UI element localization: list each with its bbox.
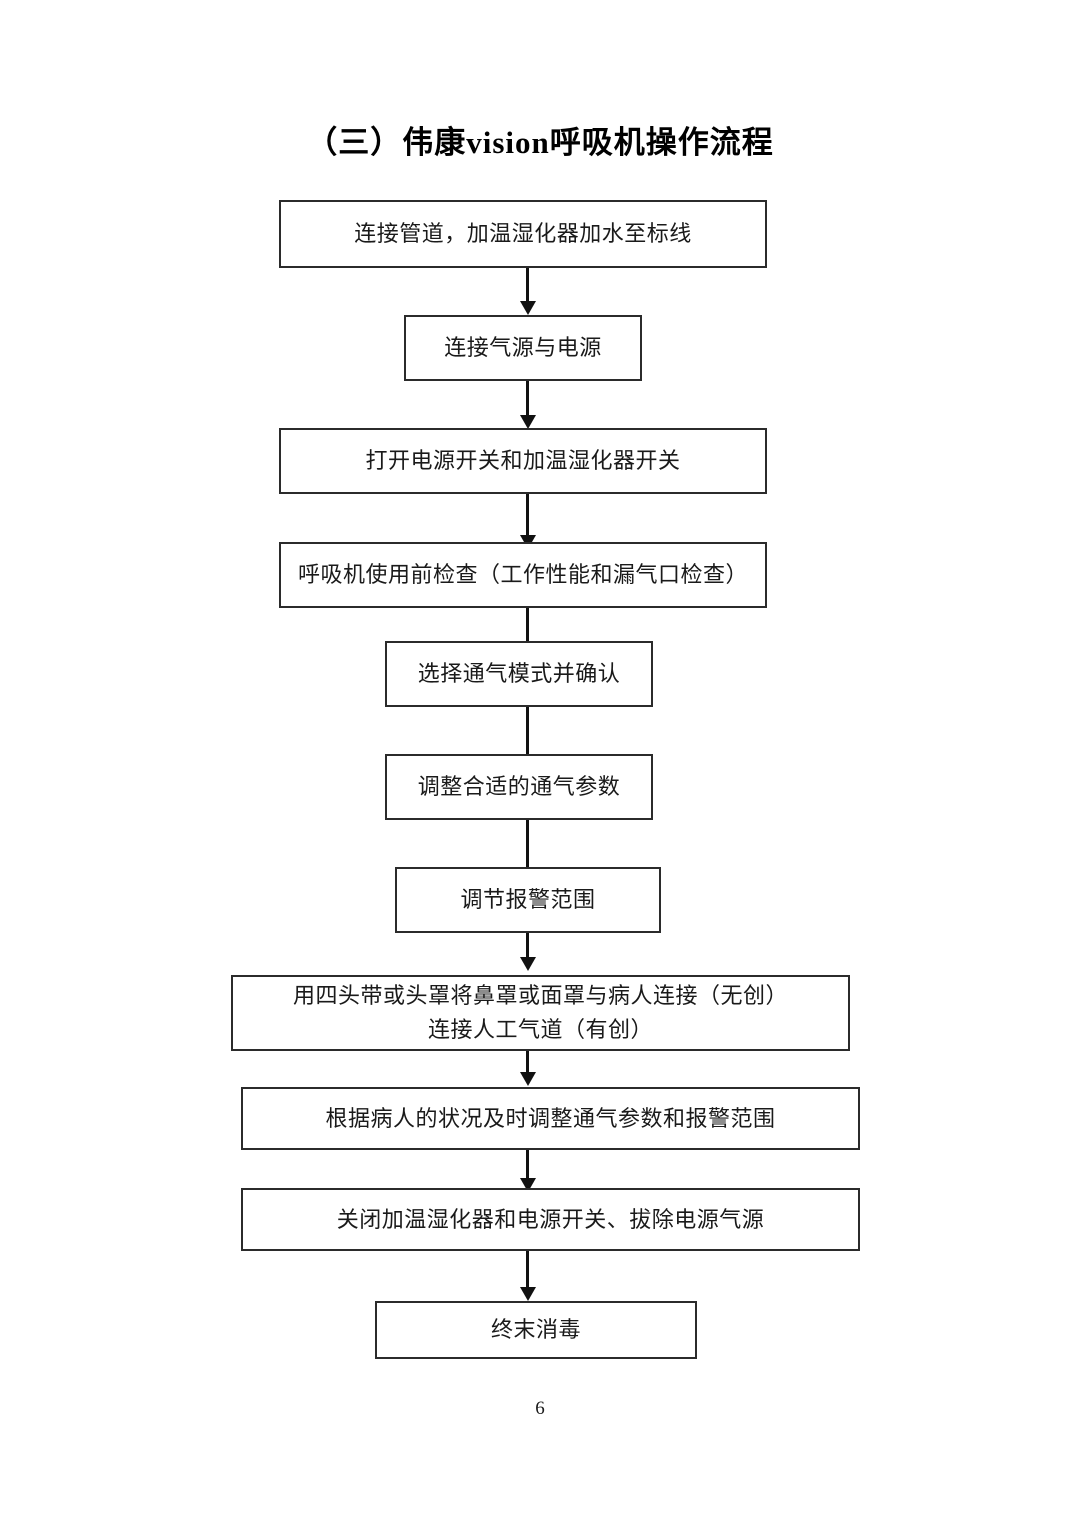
flow-connector-2-3 — [526, 381, 529, 419]
flow-node-label: 终末消毒 — [490, 1317, 581, 1342]
flow-node-shutdown-and-unplug[interactable]: 关闭加温湿化器和电源开关、拔除电源气源 — [241, 1188, 860, 1251]
arrow-head-icon — [520, 1287, 536, 1301]
flow-node-adjust-parameters[interactable]: 调整合适的通气参数 — [385, 754, 653, 820]
flow-node-connect-gas-power[interactable]: 连接气源与电源 — [404, 315, 642, 381]
flow-node-label: 用四头带或头罩将鼻罩或面罩与病人连接（无创） — [292, 983, 788, 1008]
flow-node-label: 呼吸机使用前检查（工作性能和漏气口检查） — [297, 562, 748, 587]
flow-node-label: 根据病人的状况及时调整通气参数和报警范围 — [325, 1105, 776, 1131]
arrow-head-icon — [520, 415, 536, 429]
flow-node-label: 调整合适的通气参数 — [417, 774, 621, 799]
flow-node-adjust-alarm-range[interactable]: 调节报警范围 — [395, 867, 661, 933]
page-number: 6 — [535, 1398, 545, 1419]
flow-node-terminal-disinfection[interactable]: 终末消毒 — [375, 1301, 697, 1359]
arrow-head-icon — [520, 301, 536, 315]
flow-node-power-humidifier-switch[interactable]: 打开电源开关和加温湿化器开关 — [279, 428, 767, 494]
flow-node-label-line2: 连接人工气道（有创） — [427, 1017, 653, 1042]
flow-node-select-ventilation-mode[interactable]: 选择通气模式并确认 — [385, 641, 653, 707]
flow-connector-8-9 — [526, 1051, 529, 1076]
flow-node-label: 关闭加温湿化器和电源开关、拔除电源气源 — [336, 1206, 765, 1232]
flow-node-label: 选择通气模式并确认 — [417, 661, 621, 686]
flow-node-connect-mask-or-airway[interactable]: 用四头带或头罩将鼻罩或面罩与病人连接（无创） 连接人工气道（有创） — [231, 975, 850, 1051]
flow-node-label: 连接管道，加温湿化器加水至标线 — [354, 221, 692, 246]
flow-node-monitor-and-adjust[interactable]: 根据病人的状况及时调整通气参数和报警范围 — [241, 1087, 860, 1150]
flow-connector-9-10 — [526, 1150, 529, 1183]
flow-connector-7-8 — [526, 933, 529, 961]
flow-connector-1-2 — [526, 268, 529, 304]
flow-connector-10-11 — [526, 1251, 529, 1291]
arrow-head-icon — [520, 957, 536, 971]
page-title: （三）伟康vision呼吸机操作流程 — [306, 125, 774, 160]
flow-node-label: 调节报警范围 — [460, 887, 596, 912]
flow-node-label: 连接气源与电源 — [444, 335, 602, 360]
flow-connector-4-5 — [526, 608, 529, 641]
flow-connector-3-4 — [526, 494, 529, 540]
flow-node-pre-use-check[interactable]: 呼吸机使用前检查（工作性能和漏气口检查） — [279, 542, 767, 608]
arrow-head-icon — [520, 1072, 536, 1086]
flow-connector-5-6 — [526, 707, 529, 754]
flow-connector-6-7 — [526, 820, 529, 867]
flow-node-connect-tubing[interactable]: 连接管道，加温湿化器加水至标线 — [279, 200, 767, 268]
flow-node-label: 打开电源开关和加温湿化器开关 — [365, 448, 681, 473]
